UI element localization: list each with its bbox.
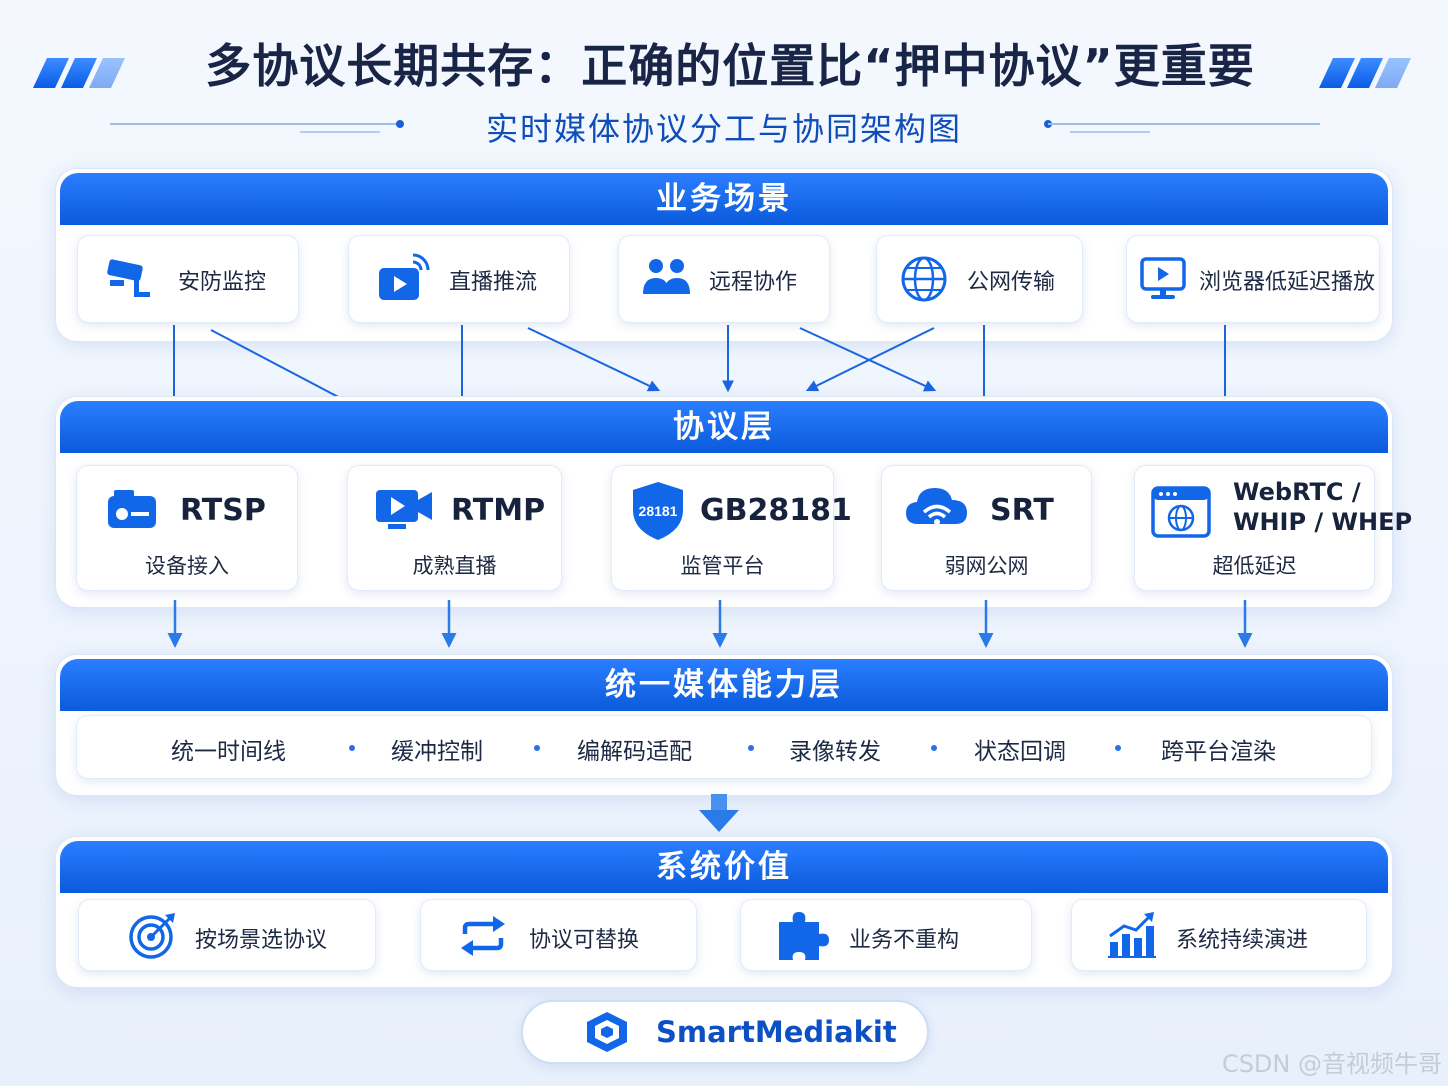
page-title: 多协议长期共存：正确的位置比“押中协议”更重要: [205, 39, 1255, 93]
live-streaming-icon: [379, 253, 430, 300]
protocol-name: GB28181: [700, 493, 852, 528]
protocol-section-title: 协议层: [60, 401, 1388, 453]
protocol-desc: 监管平台: [680, 554, 765, 578]
value-label: 系统持续演进: [1176, 928, 1309, 953]
down-arrow-icon: [699, 794, 739, 832]
protocol-section: 协议层 RTSP 设备接入 RTMP 成熟直播 28181 GB28181 监管…: [55, 396, 1412, 608]
protocol-name: RTMP: [451, 493, 546, 528]
separator-dot: [1115, 745, 1121, 751]
growth-chart-icon: [1108, 912, 1156, 958]
protocol-name-line1: WebRTC /: [1233, 478, 1361, 506]
value-section-title: 系统价值: [60, 841, 1388, 893]
swap-arrows-icon: [461, 916, 505, 956]
cloud-wifi-icon: [906, 488, 967, 525]
scenario-label: 公网传输: [967, 270, 1056, 295]
protocol-card-gb28181: 28181 GB28181 监管平台: [611, 465, 852, 591]
protocol-desc: 成熟直播: [412, 554, 497, 578]
monitor-play-icon: [1140, 257, 1186, 299]
team-users-icon: [643, 259, 690, 294]
protocol-desc: 设备接入: [145, 554, 229, 578]
video-camera-icon: [376, 490, 432, 529]
separator-dot: [534, 745, 540, 751]
scenario-label: 浏览器低延迟播放: [1199, 270, 1376, 295]
protocol-desc: 弱网公网: [944, 554, 1029, 578]
value-card-swap: 协议可替换: [420, 899, 697, 971]
capability-section: 统一媒体能力层 统一时间线 缓冲控制 编解码适配 录像转发 状态回调 跨平台渲染: [55, 654, 1393, 796]
capability-strip: 统一时间线 缓冲控制 编解码适配 录像转发 状态回调 跨平台渲染: [76, 715, 1372, 779]
scenario-card-public-network: 公网传输: [876, 235, 1083, 323]
scenario-section: 业务场景 安防监控 直播推流 远程协作: [55, 168, 1393, 342]
watermark: CSDN @音视频牛哥: [1221, 1050, 1442, 1078]
puzzle-icon: [779, 912, 829, 960]
brand-badge: SmartMediakit: [521, 1000, 929, 1064]
capability-item: 编解码适配: [577, 739, 692, 765]
value-label: 业务不重构: [849, 928, 960, 953]
separator-dot: [349, 745, 355, 751]
scenario-section-title: 业务场景: [60, 173, 1388, 225]
value-section: 系统价值 按场景选协议 协议可替换 业务不重构: [55, 836, 1393, 988]
value-label: 协议可替换: [529, 928, 640, 953]
scenario-card-security: 安防监控: [77, 235, 299, 323]
value-card-target: 按场景选协议: [78, 899, 376, 971]
device-camera-icon: [108, 490, 156, 528]
scenario-card-live: 直播推流: [348, 235, 570, 323]
capability-item: 统一时间线: [171, 739, 286, 765]
subtitle-decoration-right: [1044, 120, 1320, 133]
globe-network-icon: [901, 256, 947, 302]
capability-item: 跨平台渲染: [1161, 739, 1276, 765]
capability-item: 录像转发: [789, 739, 881, 765]
protocol-card-rtsp: RTSP 设备接入: [76, 465, 298, 591]
protocol-card-srt: SRT 弱网公网: [881, 465, 1092, 591]
scenario-label: 安防监控: [178, 270, 267, 295]
protocol-card-webrtc: WebRTC / WHIP / WHEP 超低延迟: [1134, 465, 1412, 591]
page-subtitle: 实时媒体协议分工与协同架构图: [485, 110, 962, 148]
scenario-card-collab: 远程协作: [618, 235, 830, 323]
separator-dot: [748, 745, 754, 751]
separator-dot: [931, 745, 937, 751]
value-label: 按场景选协议: [195, 928, 328, 953]
target-icon: [129, 913, 175, 959]
value-card-puzzle: 业务不重构: [740, 899, 1032, 971]
browser-globe-icon: [1151, 486, 1211, 538]
protocol-name: SRT: [990, 493, 1054, 528]
value-card-growth: 系统持续演进: [1071, 899, 1367, 971]
cube-logo-icon: [587, 1012, 627, 1052]
scenario-label: 远程协作: [709, 270, 798, 295]
subtitle-decoration-left: [110, 120, 404, 133]
capability-item: 缓冲控制: [391, 739, 483, 765]
brand-name: SmartMediakit: [656, 1015, 897, 1049]
scenario-label: 直播推流: [449, 270, 538, 295]
protocol-name: RTSP: [180, 493, 266, 528]
shield-badge-text: 28181: [639, 503, 678, 519]
capability-section-title: 统一媒体能力层: [60, 659, 1388, 711]
protocol-card-rtmp: RTMP 成熟直播: [347, 465, 562, 591]
shield-badge-icon: 28181: [633, 482, 683, 540]
protocol-desc: 超低延迟: [1212, 554, 1297, 578]
protocol-name-line2: WHIP / WHEP: [1233, 508, 1413, 536]
security-camera-icon: [107, 259, 150, 297]
capability-item: 状态回调: [974, 739, 1066, 765]
scenario-card-browser: 浏览器低延迟播放: [1126, 235, 1380, 323]
